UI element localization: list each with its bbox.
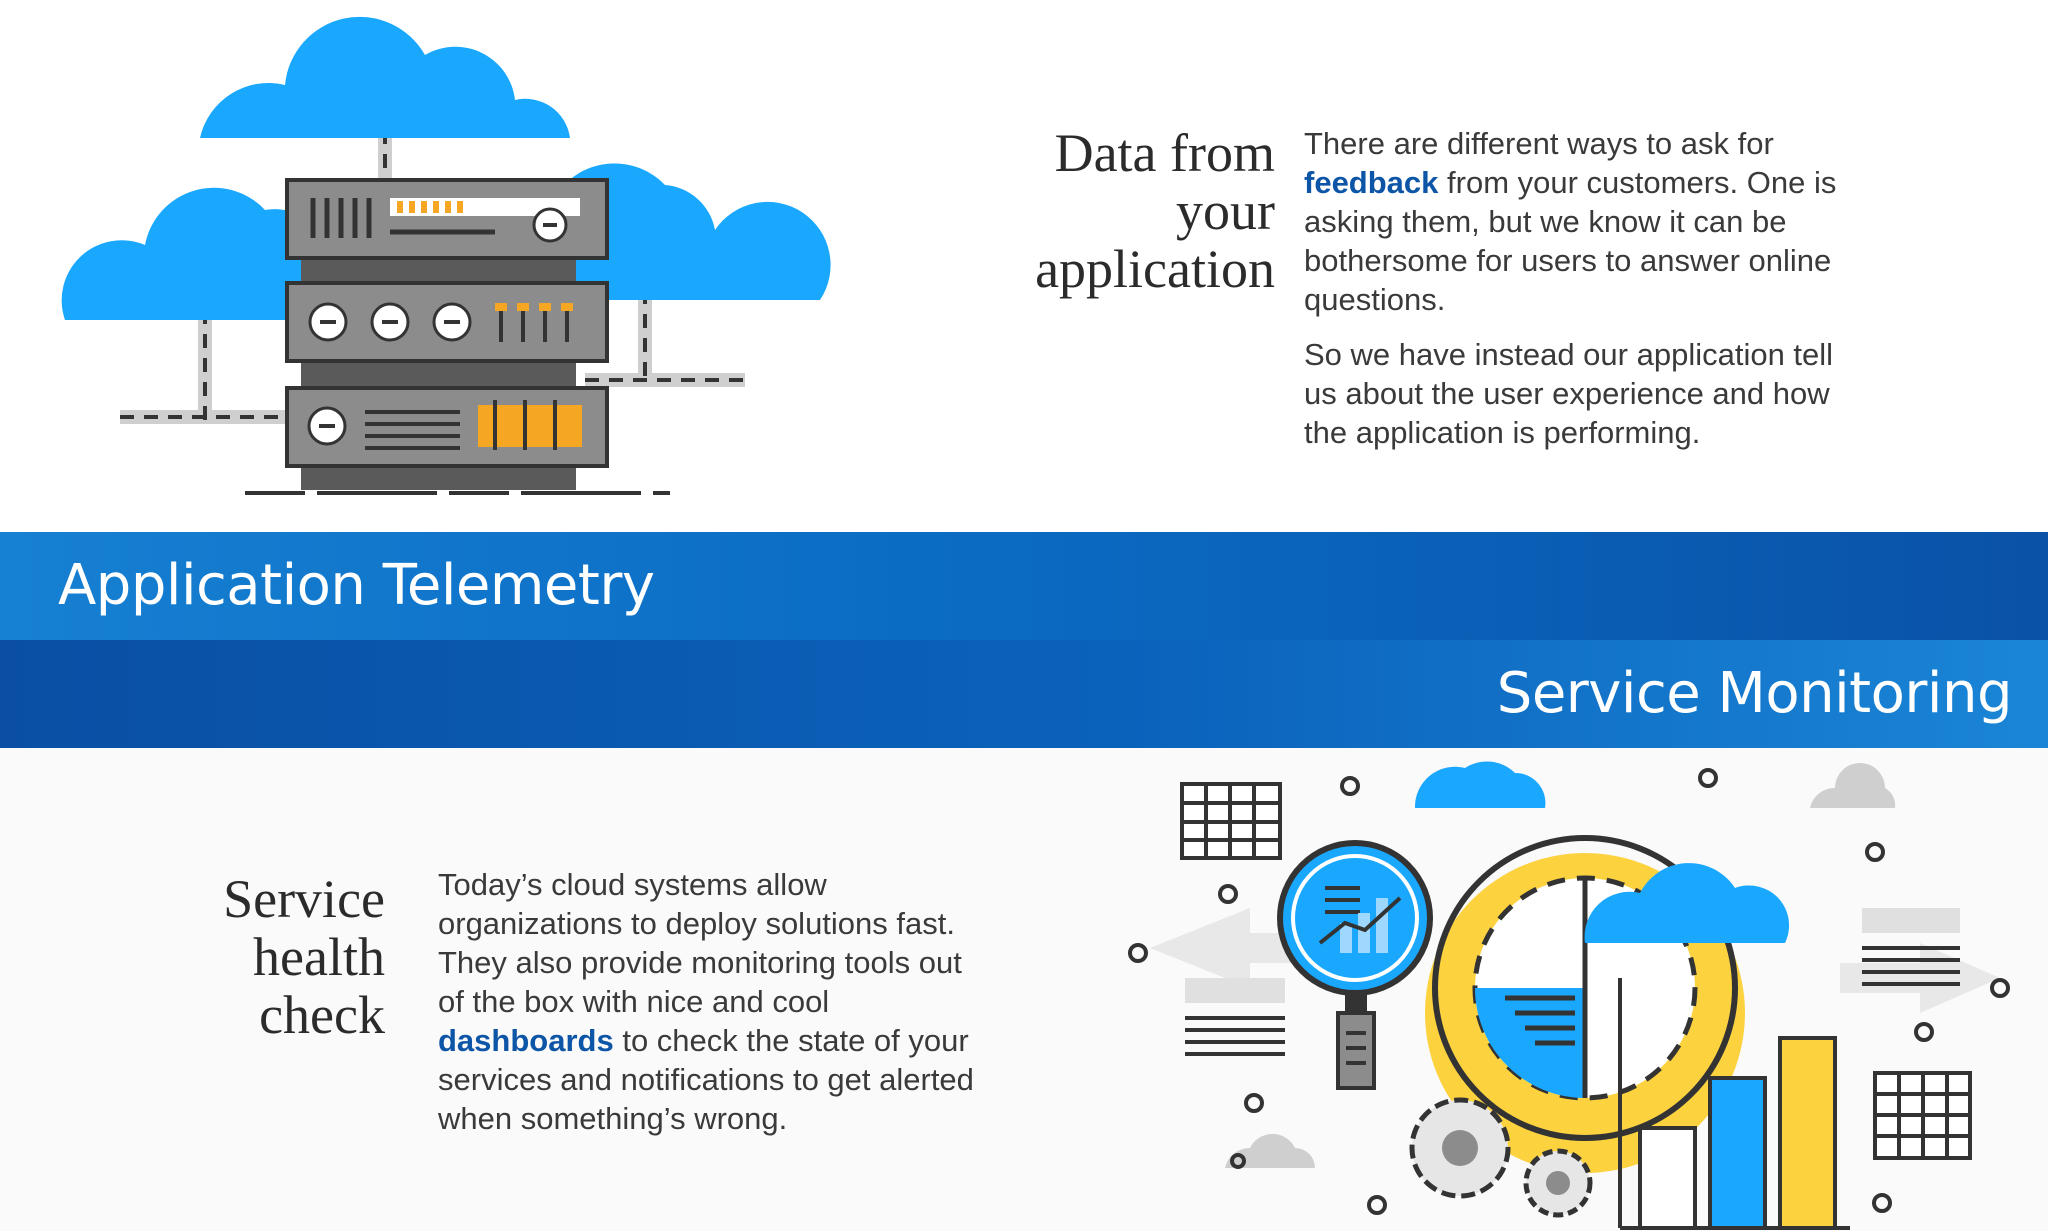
data-from-app-paragraph-1: There are different ways to ask for feed… — [1304, 124, 1864, 319]
feedback-link[interactable]: feedback — [1304, 165, 1439, 200]
paragraph-text: There are different ways to ask for — [1304, 126, 1774, 161]
paragraph-text: Today’s cloud systems allow organization… — [438, 867, 962, 1019]
data-from-app-body: There are different ways to ask for feed… — [1304, 124, 1864, 452]
cloud-icon — [1584, 863, 1790, 943]
service-health-body: Today’s cloud systems allow organization… — [438, 865, 978, 1138]
telemetry-banner-title: Application Telemetry — [58, 553, 655, 618]
data-from-app-paragraph-2: So we have instead our application tell … — [1304, 337, 1834, 450]
cloud-icon — [1414, 761, 1546, 808]
service-health-title: Service health check — [223, 869, 385, 1045]
paragraph-text: from your customers. One is asking them,… — [1304, 165, 1837, 317]
monitoring-banner: Service Monitoring — [0, 640, 2048, 748]
monitoring-banner-title: Service Monitoring — [1496, 661, 2013, 726]
monitoring-dashboard-illustration — [1128, 761, 2010, 1230]
data-from-app-title: Data from your application — [1035, 123, 1275, 299]
cloud-server-rack-illustration — [61, 16, 831, 495]
dashboards-link[interactable]: dashboards — [438, 1023, 614, 1058]
paragraph-text: to check the state of your services and … — [438, 1023, 974, 1136]
service-health-paragraph: Today’s cloud systems allow organization… — [438, 865, 978, 1138]
telemetry-banner: Application Telemetry — [0, 532, 2048, 640]
